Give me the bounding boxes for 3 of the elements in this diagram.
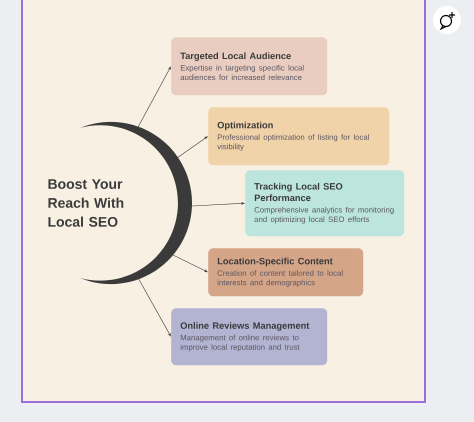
heading: Boost Your Reach With Local SEO [48,179,124,227]
connector-line [176,136,208,158]
connector-line [172,254,208,272]
